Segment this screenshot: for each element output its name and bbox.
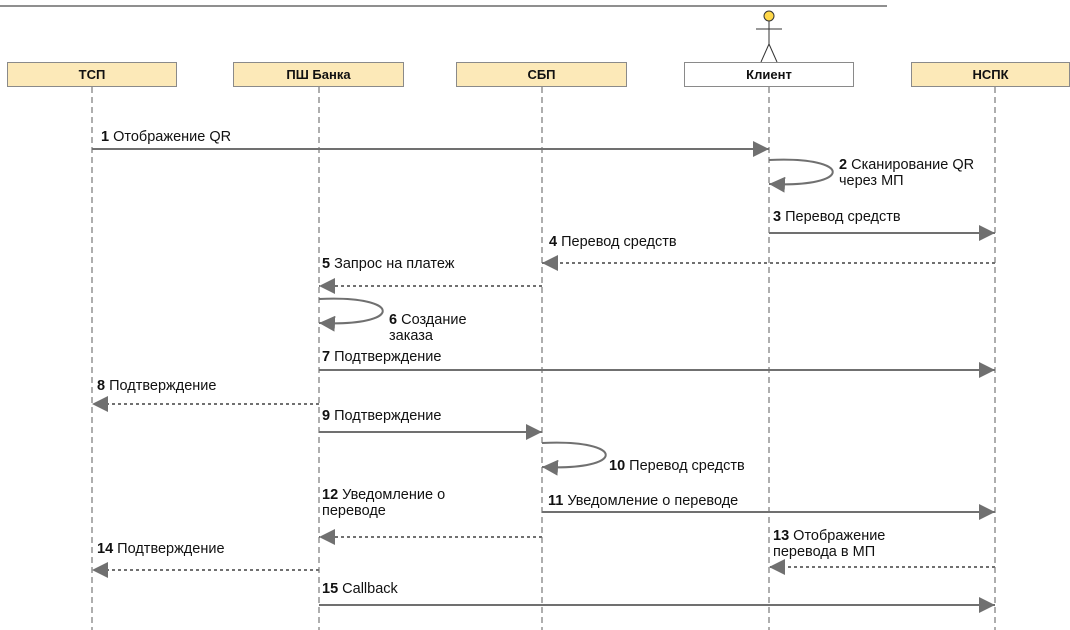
message-number: 1	[101, 129, 110, 145]
message-label-10: 10 Перевод средств	[609, 458, 745, 474]
message-label-2: 2 Сканирование QR через МП	[839, 157, 974, 189]
message-number: 10	[609, 458, 626, 474]
message-label-15: 15 Callback	[322, 581, 398, 597]
message-number: 15	[322, 581, 339, 597]
message-number: 12	[322, 487, 339, 503]
message-label-7: 7 Подтверждение	[322, 349, 441, 365]
message-text: Сканирование QR через МП	[839, 157, 975, 189]
message-arrow-10	[541, 441, 607, 476]
participant-tsp: ТСП	[7, 62, 177, 87]
message-label-13: 13 Отображение перевода в МП	[773, 528, 885, 560]
message-arrow-2	[768, 158, 834, 193]
message-text: Callback	[342, 581, 398, 597]
message-label-12: 12 Уведомление о переводе	[322, 487, 445, 519]
participant-client: Клиент	[684, 62, 854, 87]
message-label-3: 3 Перевод средств	[773, 209, 901, 225]
message-text: Перевод средств	[629, 458, 745, 474]
message-arrows	[92, 141, 995, 613]
message-number: 9	[322, 408, 331, 424]
message-label-1: 1 Отображение QR	[101, 129, 231, 145]
message-text: Перевод средств	[561, 234, 677, 250]
message-number: 11	[548, 493, 564, 509]
message-text: Подтверждение	[109, 378, 217, 394]
message-text: Отображение перевода в МП	[773, 528, 886, 560]
message-arrow-6	[318, 297, 384, 332]
message-text: Подтверждение	[334, 408, 442, 424]
message-number: 4	[549, 234, 558, 250]
message-number: 2	[839, 157, 848, 173]
message-label-14: 14 Подтверждение	[97, 541, 225, 557]
message-number: 6	[389, 312, 398, 328]
message-text: Отображение QR	[113, 129, 232, 145]
message-text: Создание заказа	[389, 312, 467, 344]
message-label-11: 11 Уведомление о переводе	[548, 493, 738, 509]
participant-bank: ПШ Банка	[233, 62, 404, 87]
message-label-6: 6 Создание заказа	[389, 312, 467, 344]
message-text: Уведомление о переводе	[322, 487, 446, 519]
message-text: Перевод средств	[785, 209, 901, 225]
message-text: Подтверждение	[117, 541, 225, 557]
message-number: 5	[322, 256, 331, 272]
message-label-8: 8 Подтверждение	[97, 378, 216, 394]
message-label-5: 5 Запрос на платеж	[322, 256, 454, 272]
message-number: 7	[322, 349, 331, 365]
participant-sbp: СБП	[456, 62, 627, 87]
message-number: 3	[773, 209, 782, 225]
message-label-9: 9 Подтверждение	[322, 408, 441, 424]
participant-nspk: НСПК	[911, 62, 1070, 87]
message-label-4: 4 Перевод средств	[549, 234, 677, 250]
message-text: Запрос на платеж	[334, 256, 455, 272]
message-text: Уведомление о переводе	[567, 493, 739, 509]
message-number: 8	[97, 378, 106, 394]
message-number: 13	[773, 528, 790, 544]
message-number: 14	[97, 541, 114, 557]
actor-icon	[756, 10, 782, 63]
message-text: Подтверждение	[334, 349, 442, 365]
